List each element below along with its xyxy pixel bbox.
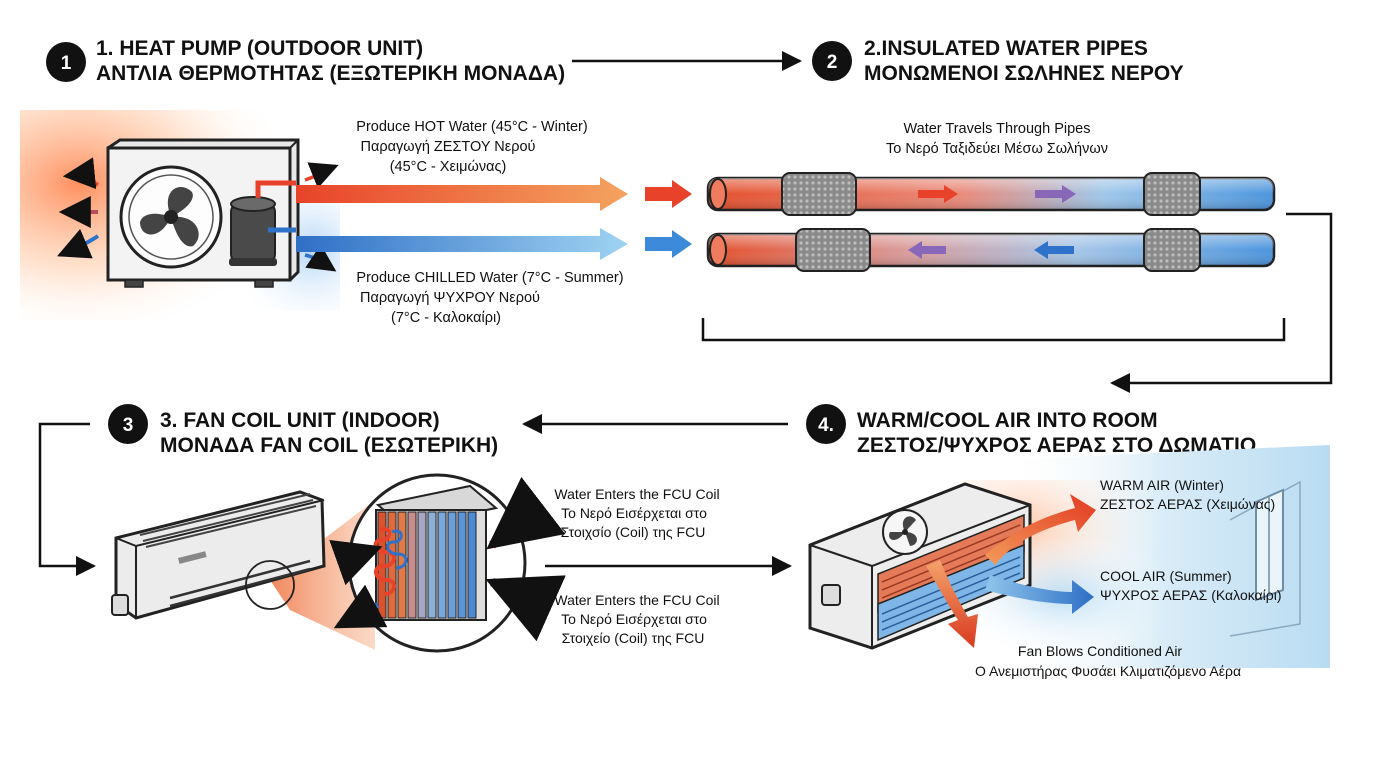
svg-text:ΨΥΧΡΟΣ ΑΕΡΑΣ (Καλοκαίρι): ΨΥΧΡΟΣ ΑΕΡΑΣ (Καλοκαίρι) <box>1100 587 1282 603</box>
hot-out-arrow <box>304 162 339 189</box>
supply-flow-arrow-2 <box>1035 185 1076 203</box>
svg-text:WARM AIR (Winter): WARM AIR (Winter) <box>1100 477 1224 493</box>
pipes-bracket <box>701 318 1286 342</box>
svg-text:Το Νερό Ταξιδεύει Μέσω Σωλήνων: Το Νερό Ταξιδεύει Μέσω Σωλήνων <box>886 141 1108 157</box>
step-4-title-el: ΖΕΣΤΟΣ/ΨΥΧΡΟΣ ΑΕΡΑΣ ΣΤΟ ΔΩΜΑΤΙΟ <box>857 434 1256 457</box>
warm-air-label: WARM AIR (Winter) ΖΕΣΤΟΣ ΑΕΡΑΣ (Χειμώνας… <box>1100 477 1275 512</box>
chilled-water-label: Produce CHILLED Water (7°C - Summer) Παρ… <box>356 270 623 326</box>
svg-text:ΖΕΣΤΟΣ ΑΕΡΑΣ (Χειμώνας): ΖΕΣΤΟΣ ΑΕΡΑΣ (Χειμώνας) <box>1100 496 1275 512</box>
hot-water-label: Produce HOT Water (45°C - Winter) Παραγω… <box>356 119 587 175</box>
supply-into-coil-arrow <box>486 476 566 550</box>
svg-text:Produce HOT Water (45°C - Wint: Produce HOT Water (45°C - Winter) <box>356 119 587 135</box>
fan-coil-unit <box>111 490 375 650</box>
svg-text:Water Travels Through Pipes: Water Travels Through Pipes <box>904 121 1091 137</box>
svg-text:Fan Blows Conditioned Air: Fan Blows Conditioned Air <box>1018 643 1183 659</box>
insulated-pipe-return <box>706 228 1276 272</box>
indoor-unit-open <box>808 482 1032 650</box>
cold-out-arrow <box>304 244 337 272</box>
compressor-icon <box>229 180 296 266</box>
svg-text:Ο Ανεμιστήρας Φυσάει Κλιματιζό: Ο Ανεμιστήρας Φυσάει Κλιματιζόμενο Αέρα <box>975 663 1241 679</box>
fan-blows-arrow <box>926 560 978 648</box>
step-3-title-el: ΜΟΝΑΔΑ FAN COIL (ΕΣΩΤΕΡΙΚΗ) <box>160 434 498 457</box>
hot-water-stream <box>296 177 628 211</box>
svg-text:Στοιχσίο (Coil) της FCU: Στοιχσίο (Coil) της FCU <box>561 524 706 540</box>
cool-exhaust-arrow <box>57 228 100 259</box>
svg-text:Το Νερό Εισέρχεται στο: Το Νερό Εισέρχεται στο <box>561 611 707 627</box>
fcu-coil-label-bottom: Water Enters the FCU Coil Το Νερό Εισέρχ… <box>554 592 719 646</box>
step-1-title-el: ΑΝΤΛΙΑ ΘΕΡΜΟΤΗΤΑΣ (ΕΞΩΤΕΡΙΚΗ ΜΟΝΑΔΑ) <box>96 62 565 85</box>
step-4-header: 4. WARM/COOL AIR INTO ROOM ΖΕΣΤΟΣ/ΨΥΧΡΟΣ… <box>806 404 1256 457</box>
cold-water-stream <box>296 228 628 260</box>
step-1-header: 1 1. HEAT PUMP (OUTDOOR UNIT) ΑΝΤΛΙΑ ΘΕΡ… <box>46 37 565 85</box>
insulation-sleeve-icon <box>781 172 1201 216</box>
svg-text:(7°C - Καλοκαίρι): (7°C - Καλοκαίρι) <box>391 310 501 326</box>
cool-air-arrow <box>985 575 1094 614</box>
heat-pump-unit <box>20 110 340 320</box>
fan-blows-label: Fan Blows Conditioned Air Ο Ανεμιστήρας … <box>975 643 1241 679</box>
return-into-coil-arrow <box>485 575 566 642</box>
step-4-number: 4. <box>818 415 834 436</box>
hot-pipe-in-arrow <box>645 180 692 208</box>
water-travels-label: Water Travels Through Pipes Το Νερό Ταξι… <box>886 121 1108 157</box>
svg-text:Παραγωγή ΨΥΧΡΟΥ Νερού: Παραγωγή ΨΥΧΡΟΥ Νερού <box>360 290 540 306</box>
fcu-coil-label-top: Water Enters the FCU Coil Το Νερό Εισέρχ… <box>554 486 719 540</box>
cold-pipe-in-arrow <box>645 230 692 258</box>
step-2-title-el: ΜΟΝΩΜΕΝΟΙ ΣΩΛΗΝΕΣ ΝΕΡΟΥ <box>864 62 1184 85</box>
step-2-header: 2 2.INSULATED WATER PIPES ΜΟΝΩΜΕΝΟΙ ΣΩΛΗ… <box>812 37 1184 85</box>
warm-exhaust-arrow <box>62 157 99 190</box>
fan-icon <box>119 165 223 269</box>
step-3-number: 3 <box>123 415 134 436</box>
hot-in-arrow <box>329 539 383 586</box>
supply-flow-arrow <box>918 185 958 203</box>
svg-text:Water Enters the FCU Coil: Water Enters the FCU Coil <box>554 592 719 608</box>
step-1-number: 1 <box>61 53 72 74</box>
step-3-badge <box>108 404 148 444</box>
svg-text:Produce CHILLED Water (7°C - S: Produce CHILLED Water (7°C - Summer) <box>356 270 623 286</box>
warm-air-arrow <box>985 494 1096 565</box>
svg-text:Στοιχείο (Coil) της FCU: Στοιχείο (Coil) της FCU <box>562 630 705 646</box>
svg-text:(45°C - Χειμώνας): (45°C - Χειμώνας) <box>390 159 507 175</box>
cool-air-label: COOL AIR (Summer) ΨΥΧΡΟΣ ΑΕΡΑΣ (Καλοκαίρ… <box>1100 568 1282 603</box>
cold-out-arrow-fcu <box>333 584 388 629</box>
step-1-title-en: 1. HEAT PUMP (OUTDOOR UNIT) <box>96 37 423 60</box>
step-1-badge <box>46 42 86 82</box>
step-4-badge <box>806 404 846 444</box>
step-3-title-en: 3. FAN COIL UNIT (INDOOR) <box>160 409 440 432</box>
coil-closeup <box>329 473 566 653</box>
return-flow-arrow <box>908 241 946 259</box>
return-flow-arrow-2 <box>1034 241 1074 259</box>
flow-arrow-2-to-4 <box>1110 212 1333 393</box>
svg-text:Water Enters the FCU Coil: Water Enters the FCU Coil <box>554 486 719 502</box>
step-2-number: 2 <box>827 52 838 73</box>
step-3-header: 3 3. FAN COIL UNIT (INDOOR) ΜΟΝΑΔΑ FAN C… <box>108 404 498 457</box>
svg-text:COOL AIR (Summer): COOL AIR (Summer) <box>1100 568 1232 584</box>
window-icon <box>1255 488 1284 602</box>
fan-icon <box>882 509 928 555</box>
svg-text:Παραγωγή ΖΕΣΤΟΥ Νερού: Παραγωγή ΖΕΣΤΟΥ Νερού <box>361 139 536 155</box>
step-2-badge <box>812 41 852 81</box>
step-4-title-en: WARM/COOL AIR INTO ROOM <box>857 409 1158 432</box>
svg-text:Το Νερό Εισέρχεται στο: Το Νερό Εισέρχεται στο <box>561 505 707 521</box>
coil-icon <box>373 484 499 621</box>
flow-arrow-into-fcu <box>38 422 96 576</box>
step-2-title-en: 2.INSULATED WATER PIPES <box>864 37 1148 60</box>
insulated-pipe-supply <box>706 172 1276 216</box>
